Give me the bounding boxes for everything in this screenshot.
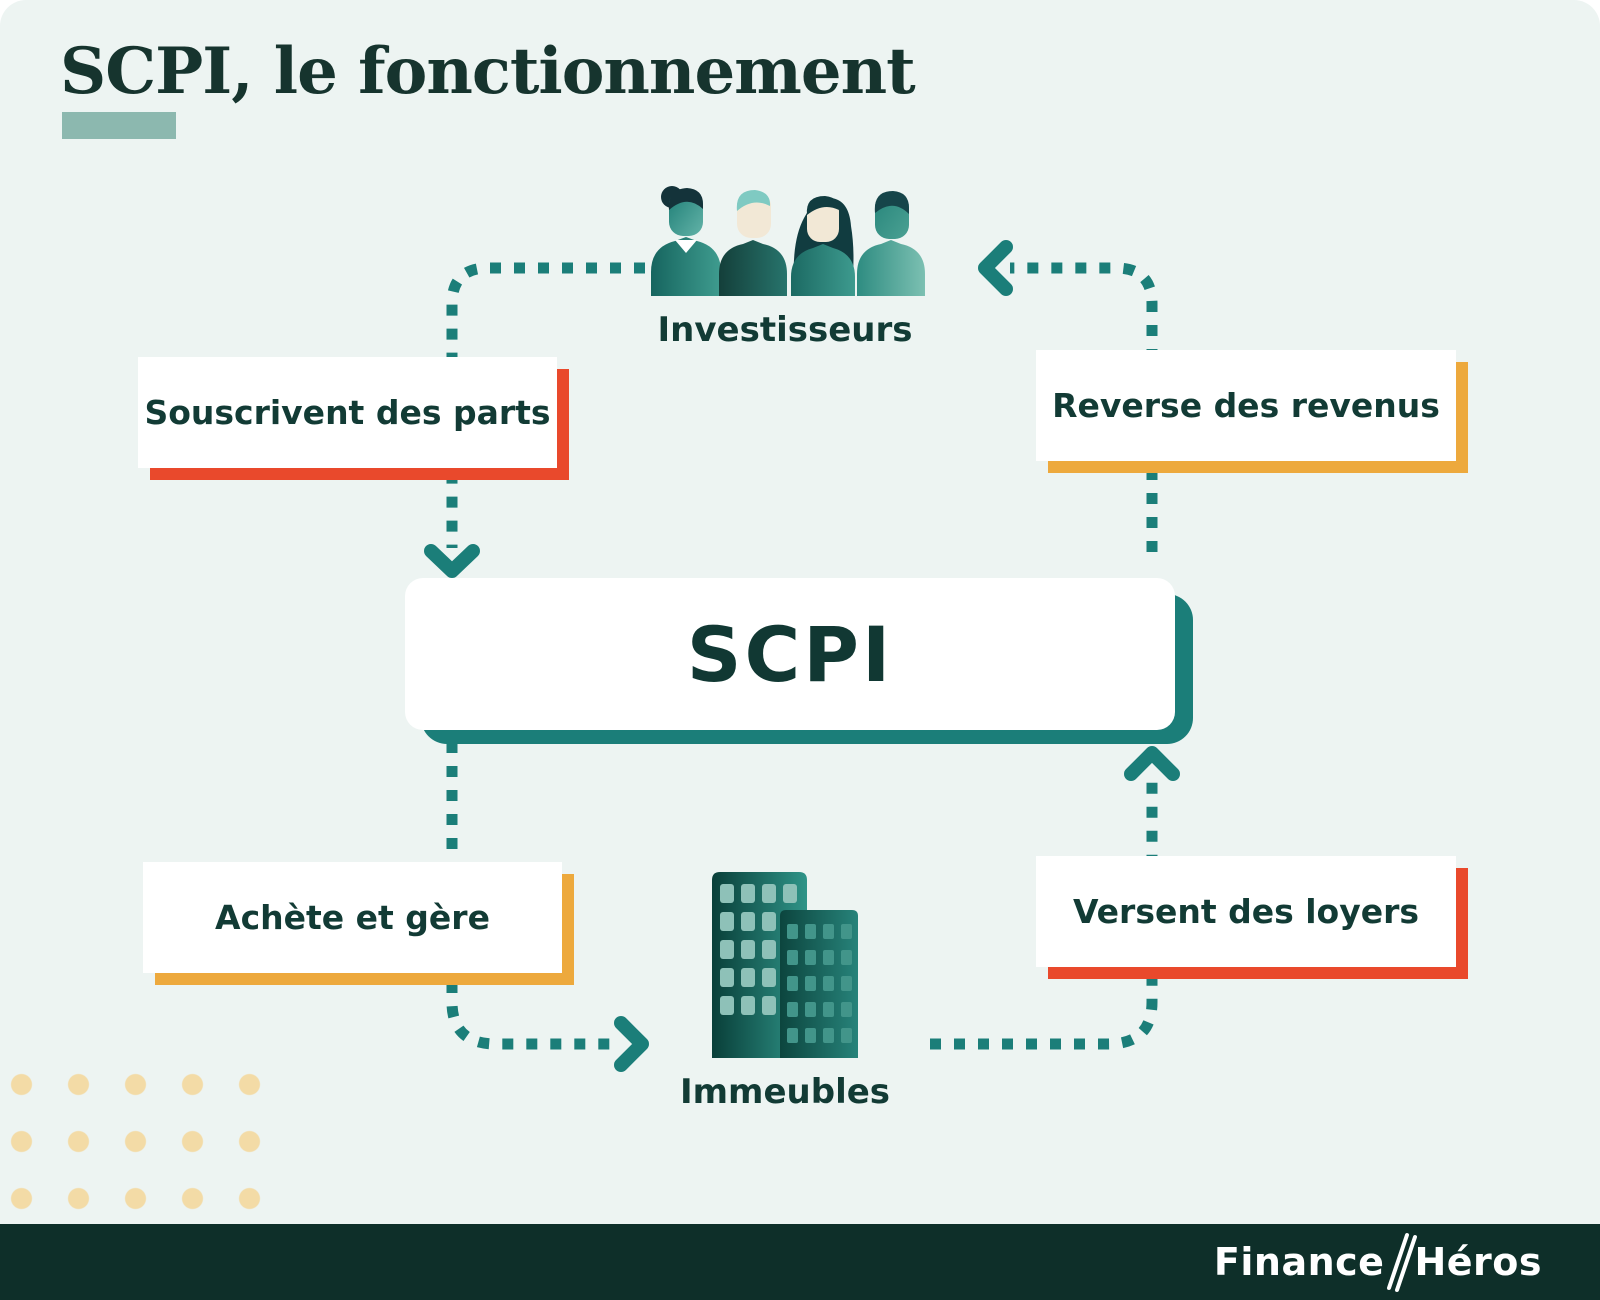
step-reverse-des-revenus: Reverse des revenus [1036, 350, 1468, 473]
arrow-path-buy [446, 742, 612, 1050]
person-1 [651, 186, 721, 296]
scpi-card: SCPI [405, 578, 1175, 730]
step-label: Versent des loyers [1072, 892, 1420, 931]
brand-logo: Finance Héros [1214, 1230, 1542, 1294]
step-card: Versent des loyers [1036, 856, 1456, 967]
arrowhead-up-icon [1124, 746, 1180, 781]
building-right [780, 910, 858, 1058]
arrowhead-left-icon [978, 240, 1013, 296]
page-title-text: SCPI, le fonctionnement [60, 34, 916, 109]
brand-part1: Finance [1213, 1240, 1385, 1284]
arrowhead-down-icon [424, 544, 480, 578]
investors-node: Investisseurs [640, 184, 930, 350]
arrow-path-income [1010, 262, 1158, 552]
buildings-label: Immeubles [679, 1072, 891, 1112]
buildings-node: Immeubles [635, 868, 935, 1112]
arrow-path-rent [930, 778, 1158, 1050]
footer-bar: Finance Héros [0, 1224, 1600, 1300]
title-highlight [62, 112, 176, 139]
step-label: Souscrivent des parts [144, 393, 551, 432]
step-label: Reverse des revenus [1052, 386, 1440, 425]
person-4 [857, 191, 925, 296]
step-versent-des-loyers: Versent des loyers [1036, 856, 1468, 979]
investors-label: Investisseurs [657, 310, 913, 350]
step-label: Achète et gère [215, 898, 490, 937]
brand-part2: Héros [1414, 1240, 1542, 1284]
scpi-label: SCPI [686, 609, 894, 699]
step-card: Souscrivent des parts [138, 357, 557, 468]
double-slash-icon [1387, 1233, 1418, 1292]
person-3 [791, 196, 855, 296]
step-souscrivent-des-parts: Souscrivent des parts [138, 357, 569, 480]
person-2 [719, 190, 787, 296]
people-group-icon [651, 186, 925, 296]
scpi-node: SCPI [405, 578, 1193, 744]
buildings-icon [712, 872, 858, 1058]
step-card: Achète et gère [143, 862, 562, 973]
step-achete-et-gere: Achète et gère [143, 862, 574, 985]
arrowhead-right-icon [614, 1016, 649, 1072]
decorative-dots-grid [0, 1056, 283, 1227]
page-title: SCPI, le fonctionnement [60, 34, 916, 139]
step-card: Reverse des revenus [1036, 350, 1456, 461]
